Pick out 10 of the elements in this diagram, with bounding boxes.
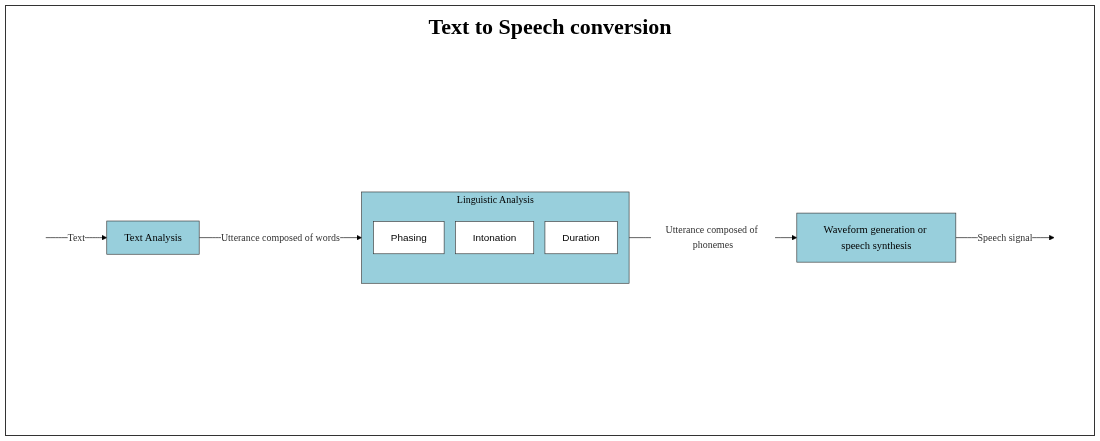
node-box: Intonation xyxy=(455,221,535,254)
node-box: Duration xyxy=(544,221,618,254)
node-box: Phasing xyxy=(373,221,445,254)
edge-label: Text xyxy=(67,231,86,243)
edge-label: Utterance composed of phonemes xyxy=(665,224,758,250)
node-box: Text Analysis xyxy=(106,220,200,255)
edge-label: Utterance composed of words xyxy=(220,231,340,243)
diagram-title: Text to Speech conversion xyxy=(428,14,672,40)
node-box: Waveform generation or speech synthesis xyxy=(796,212,957,263)
edge-label: Speech signal xyxy=(977,231,1033,243)
